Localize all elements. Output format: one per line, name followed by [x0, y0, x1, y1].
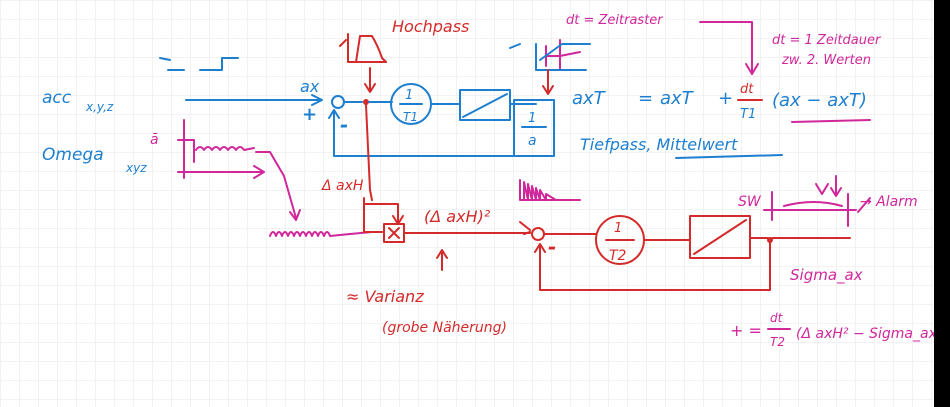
block2-den: T2	[609, 248, 627, 264]
squared-signal-sketch	[519, 179, 581, 201]
eq-paren: (ax − axT)	[772, 90, 867, 111]
gain-block	[513, 99, 555, 157]
delta-axh-label: Δ axH	[321, 178, 364, 194]
naeherung-label: (grobe Näherung)	[382, 320, 507, 336]
block2-num: 1	[614, 221, 622, 236]
feedback-loop-2	[539, 241, 771, 291]
eq-equals: =	[638, 88, 653, 109]
eq-paren-underline	[791, 119, 871, 123]
minus-sign-2: -	[548, 235, 556, 259]
feedback-arrowhead-1	[328, 109, 340, 119]
varianz-label: ≈ Varianz	[346, 287, 424, 306]
eq-frac-den: T1	[740, 107, 756, 122]
dark-edge	[934, 0, 950, 407]
dt-note-line1: dt = 1 Zeitdauer	[772, 33, 882, 48]
ax-label: ax	[300, 77, 320, 96]
acc-arrowhead	[311, 94, 323, 106]
zeitraster-arrow	[699, 21, 753, 73]
block1-den: T1	[403, 110, 418, 124]
input-step-sketch	[159, 57, 239, 71]
eq2-frac-den: T2	[770, 335, 785, 349]
eq-frac-num: dt	[740, 82, 754, 97]
minus-sign: -	[340, 113, 348, 137]
omega-label: Omega	[42, 145, 104, 165]
eq2-prefix: + =	[730, 321, 762, 340]
plus-sign: +	[302, 104, 317, 125]
sigma-label: Sigma_ax	[790, 266, 863, 285]
eq-lhs: axT	[572, 88, 607, 109]
gain-num: 1	[528, 111, 536, 126]
branch-wire	[363, 197, 383, 233]
threshold-sketch	[763, 175, 871, 227]
hochpass-response-sketch	[339, 33, 387, 63]
omega-subscript: xyz	[125, 161, 147, 175]
dt-note-line2: zw. 2. Werten	[781, 53, 871, 68]
hochpass-label: Hochpass	[392, 17, 469, 36]
omega-bar-label: ā	[150, 132, 159, 148]
tap-down-wire	[365, 104, 373, 201]
noise-input-sketch	[269, 231, 351, 237]
feedback-loop-1	[333, 111, 515, 157]
tiefpass-label: Tiefpass, Mittelwert	[580, 135, 738, 154]
eq2-paren: (Δ axH² − Sigma_ax)	[796, 326, 934, 342]
squared-label: (Δ axH)²	[424, 207, 491, 226]
acc-label: acc	[42, 88, 72, 108]
eq2-frac-num: dt	[770, 311, 784, 325]
omega-signal-sketch	[177, 119, 265, 179]
eq-plus: +	[718, 88, 733, 109]
sw-label: SW	[738, 194, 762, 210]
omega-to-noise-arrow	[255, 151, 297, 219]
alarm-label: → Alarm	[860, 194, 918, 210]
branch-upper-wire	[363, 203, 399, 223]
block1-num: 1	[405, 88, 413, 103]
mittelwert-underline	[675, 154, 783, 159]
acc-subscript: x,y,z	[85, 100, 114, 114]
tap-point	[363, 99, 369, 105]
gain-den: a	[528, 133, 537, 149]
dt-zeitraster: dt = Zeitraster	[566, 13, 664, 28]
tiefpass-response-sketch	[509, 43, 591, 71]
sum2-arrow	[519, 221, 531, 235]
eq-rhs1: axT	[660, 88, 695, 109]
